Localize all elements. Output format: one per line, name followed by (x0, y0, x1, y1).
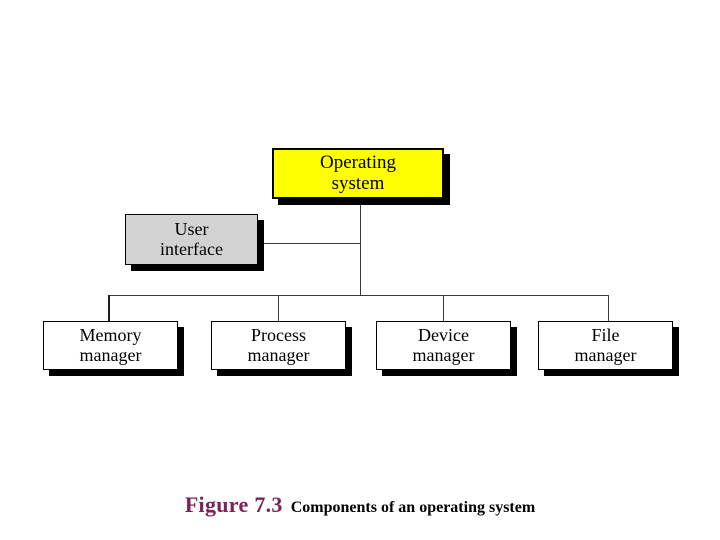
node-label-line2: system (331, 172, 385, 194)
node-label-line1: User (174, 219, 209, 240)
node-label-line1: Operating (320, 151, 396, 173)
node-face: Memory manager (43, 321, 178, 370)
connector-drop-memory-manager (108, 295, 110, 321)
node-user-interface[interactable]: User interface (125, 214, 264, 271)
node-face: File manager (538, 321, 673, 370)
node-label-line1: Memory (79, 325, 142, 346)
connector-drop-file-manager (608, 295, 609, 321)
connector-user-interface (258, 243, 361, 244)
node-face: Operating system (272, 148, 444, 199)
connector-os-trunk (360, 198, 361, 295)
node-label-line1: File (591, 325, 620, 346)
node-label-line2: interface (160, 238, 223, 259)
node-file-manager[interactable]: File manager (538, 321, 679, 376)
node-label-line2: manager (79, 344, 142, 365)
figure-caption: Figure 7.3 Components of an operating sys… (0, 492, 720, 518)
connector-drop-process-manager (278, 295, 279, 321)
node-label-line2: manager (574, 344, 637, 365)
node-label-line2: manager (412, 344, 475, 365)
connector-bus (108, 295, 609, 296)
connector-drop-device-manager (443, 295, 444, 321)
node-memory-manager[interactable]: Memory manager (43, 321, 184, 376)
node-device-manager[interactable]: Device manager (376, 321, 517, 376)
figure-label: Figure 7.3 (184, 492, 283, 517)
node-face: User interface (125, 214, 258, 265)
node-face: Process manager (211, 321, 346, 370)
node-operating-system[interactable]: Operating system (272, 148, 450, 205)
node-process-manager[interactable]: Process manager (211, 321, 352, 376)
node-label-line1: Device (418, 325, 469, 346)
node-label-line1: Process (251, 325, 306, 346)
figure-description: Components of an operating system (290, 499, 536, 516)
node-label-line2: manager (247, 344, 310, 365)
node-face: Device manager (376, 321, 511, 370)
